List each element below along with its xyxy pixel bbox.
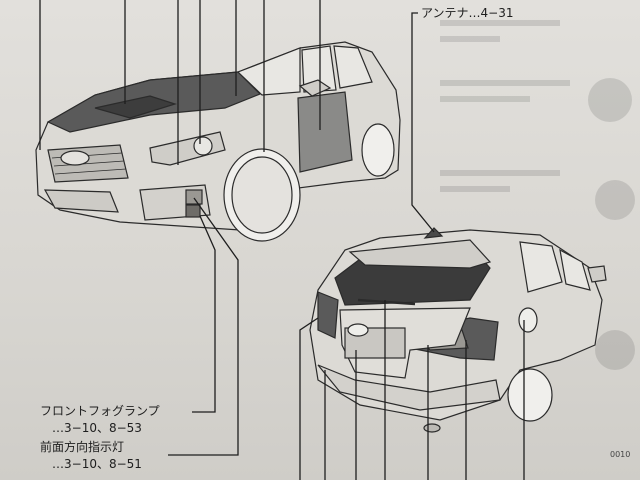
front-car-drawing [35, 41, 401, 242]
antenna-label: アンテナ…4−31 [421, 6, 514, 20]
front-turn-signal-label: 前面方向指示灯 [40, 440, 125, 454]
page-code: 0010 [610, 450, 631, 459]
front-turn-signal-pages: …3−10、8−51 [52, 457, 142, 471]
rear-car-drawing [309, 227, 607, 433]
front-fog-lamp-label: フロントフォグランプ [40, 404, 160, 418]
leader-lines [39, 0, 525, 480]
front-fog-lamp-pages: …3−10、8−53 [52, 421, 142, 435]
